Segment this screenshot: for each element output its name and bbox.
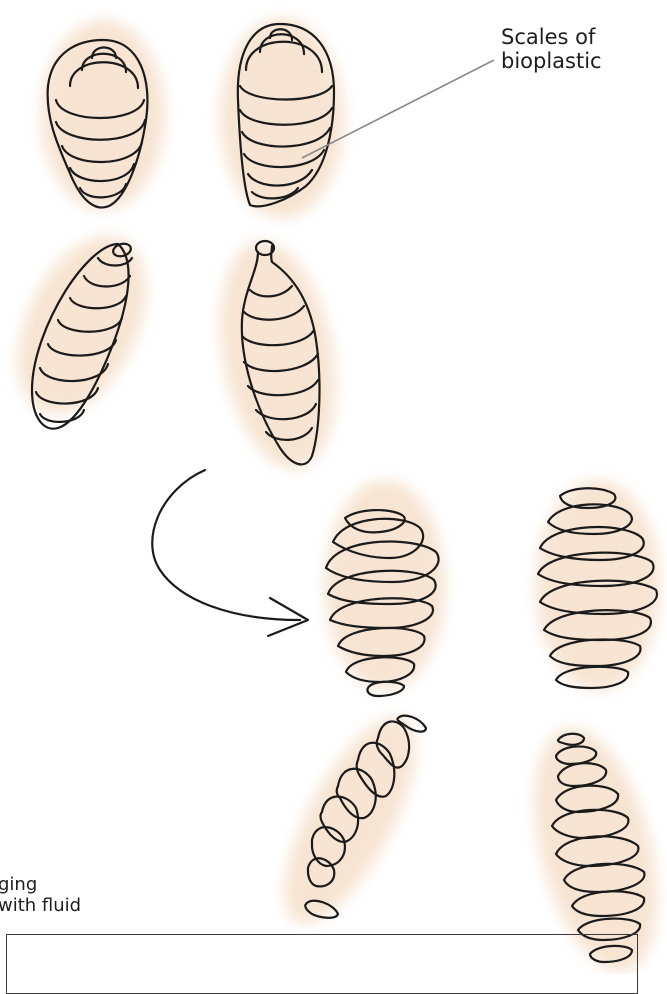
transition-arrow [152,470,308,636]
bioplastic-scales-diagram [0,0,667,974]
figure-separated-tilted-left [259,699,441,942]
watercolor-wash [204,232,352,478]
figure-whole-tilted-right-neck [204,232,352,478]
figure-whole-tilted-left [0,216,172,435]
label-hanging-with-fluid: ging with fluid [0,874,81,916]
figure-whole-upright-round [41,20,165,210]
figure-whole-upright-tall [220,18,344,218]
caption-box [6,934,638,994]
watercolor-wash [325,480,445,690]
label-scales-of-bioplastic: Scales of bioplastic [501,25,602,73]
figure-separated-upright-tall [536,480,660,690]
watercolor-wash [259,699,441,942]
figure-separated-upright-round [325,480,445,696]
